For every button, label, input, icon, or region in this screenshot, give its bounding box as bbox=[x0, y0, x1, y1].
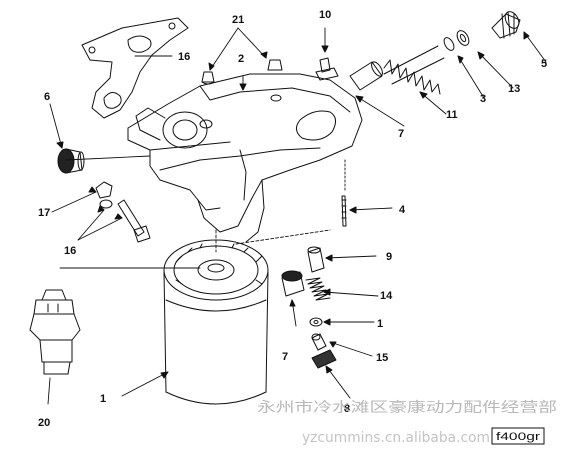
callout-label: 16 bbox=[64, 245, 76, 257]
callout-label: 11 bbox=[446, 109, 458, 121]
arrowheads bbox=[56, 31, 530, 379]
gasket-part-17 bbox=[81, 17, 189, 119]
sleeve-part-8 bbox=[349, 61, 383, 91]
callout-label: 2 bbox=[238, 53, 244, 65]
callout-label: 8 bbox=[344, 403, 350, 415]
washer-part-16 bbox=[99, 199, 113, 209]
spin-on-filter-part-1 bbox=[163, 239, 269, 405]
callout-label: 7 bbox=[398, 128, 404, 140]
callout-labels: 16 21 2 10 7 11 3 13 5 6 17 16 4 9 14 1 … bbox=[38, 9, 547, 429]
spring-part-13 bbox=[305, 277, 331, 301]
pin-part-5 bbox=[341, 195, 347, 227]
callout-label: 16 bbox=[178, 51, 190, 63]
plug-part-21 bbox=[201, 59, 283, 85]
figure-tag-text: f400gr bbox=[496, 431, 540, 443]
callout-label: 6 bbox=[44, 91, 50, 103]
callout-label: 10 bbox=[319, 9, 331, 21]
adapter-fitting-part-20 bbox=[29, 289, 81, 375]
callout-label: 20 bbox=[38, 417, 50, 429]
callout-label: 7 bbox=[282, 351, 288, 363]
callout-label: 13 bbox=[508, 83, 520, 95]
seal-part-4 bbox=[309, 317, 323, 327]
callout-label: 15 bbox=[376, 352, 388, 364]
o-ring-part-3 bbox=[443, 37, 455, 51]
watermark: 永州市冷水滩区豪康动力配件经营部 yzcummins.cn.alibaba.co… bbox=[257, 399, 557, 446]
filter-head-body bbox=[127, 73, 363, 243]
callout-label: 1 bbox=[377, 318, 383, 330]
washer-part-14 bbox=[456, 30, 470, 46]
bolt-part-16 bbox=[117, 199, 151, 243]
figure-tag: f400gr bbox=[491, 427, 545, 445]
callout-label: 21 bbox=[232, 14, 244, 26]
callout-label: 17 bbox=[38, 207, 50, 219]
callout-label: 3 bbox=[480, 93, 486, 105]
callout-label: 1 bbox=[100, 393, 106, 405]
watermark-line-2: yzcummins.cn.alibaba.com bbox=[302, 430, 490, 446]
cap-part-6 bbox=[491, 11, 521, 39]
leader-lines bbox=[47, 27, 547, 405]
spring-part-12 bbox=[383, 45, 445, 95]
callout-label: 14 bbox=[380, 290, 393, 302]
callout-label: 4 bbox=[399, 204, 406, 216]
pin-part-11 bbox=[315, 57, 339, 81]
valve-part-9 bbox=[307, 246, 325, 273]
knurled-plug-part-7-upper bbox=[57, 148, 85, 174]
screw-part-10 bbox=[311, 349, 337, 369]
plunger-part-15 bbox=[311, 333, 327, 351]
callout-label: 9 bbox=[386, 251, 392, 263]
watermark-line-1: 永州市冷水滩区豪康动力配件经营部 bbox=[257, 399, 557, 416]
callout-label: 5 bbox=[541, 58, 547, 70]
knurled-cap-part-7-middle bbox=[281, 270, 305, 297]
nut-part-19 bbox=[95, 181, 113, 199]
